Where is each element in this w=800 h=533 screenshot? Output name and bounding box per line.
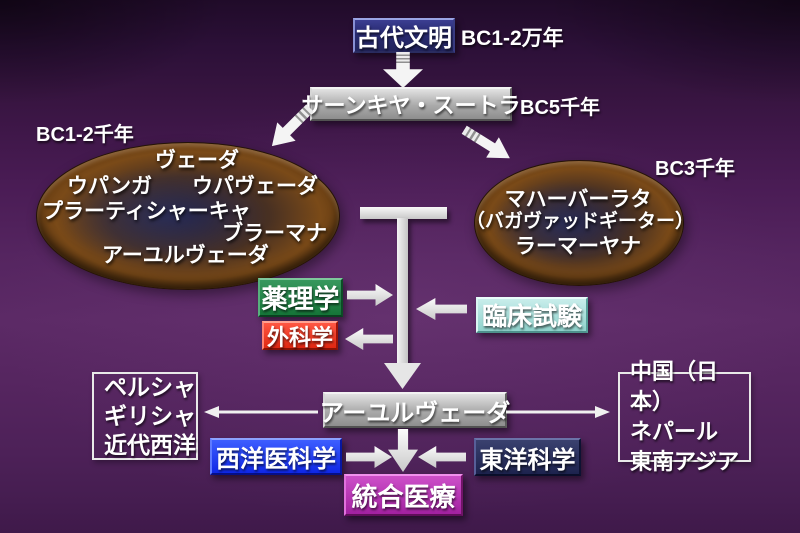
region-line: 近代西洋 [104,431,196,458]
node-pharmacology: 薬理学 [258,278,343,317]
veda-group-ellipse [36,142,340,290]
epic-group-ellipse [474,160,684,286]
ellipse-item-upanga: ウパンガ [67,175,153,198]
node-ancient-civilization: 古代文明 [353,18,455,53]
node-label: 統合医療 [351,481,456,512]
arrow-down-ancient-to-samkhya-icon [383,52,423,88]
region-west-spread: ペルシャ ギリシャ 近代西洋 [92,372,198,460]
ellipse-item-upaveda: ウパヴェーダ [192,175,318,198]
node-label: 外科学 [266,324,333,350]
node-label: 西洋医科学 [216,446,336,473]
node-label: アーユルヴェーダ [319,399,511,427]
arrow-diagonal-samkhya-to-epic-icon [458,120,517,169]
ellipse-item-veda: ヴェーダ [155,149,239,172]
node-label: サーンキヤ・スートラ [301,93,521,118]
ellipse-item-mahabharata: マハーバーラタ [504,188,652,211]
node-label: 東洋科学 [479,446,576,474]
region-line: 東南アジア [630,449,740,474]
node-label: 古代文明 [356,25,452,52]
region-line: ネパール [630,419,719,444]
node-label: 臨床試験 [481,303,582,331]
node-eastern-science: 東洋科学 [474,438,581,476]
node-samkhya-sutra: サーンキヤ・スートラ [302,87,520,121]
era-label-ancient: BC1-2万年 [461,27,564,50]
arrow-eastern-to-center-icon [418,446,466,468]
region-line: ペルシャ [104,373,196,400]
arrow-ayurveda-to-east-icon [506,406,610,418]
ellipse-item-bhagavad-gita: （バガヴァッドギーター） [466,211,695,232]
node-label: 薬理学 [261,284,340,314]
region-line: 中国（日本） [630,359,719,414]
arrow-clinical-to-trunk-icon [416,298,467,320]
era-label-veda-group: BC1-2千年 [36,124,134,146]
node-surgery: 外科学 [262,321,338,350]
era-label-samkhya: BC5千年 [520,97,601,119]
arrow-ayurveda-to-west-icon [204,406,318,418]
node-ayurveda: アーユルヴェーダ [320,392,510,428]
trunk-vertical-bar [397,218,408,364]
trunk-horizontal-bar [360,207,447,219]
ellipse-item-pratishakya: プラーティシャーキャ [42,200,251,223]
node-clinical-trials: 臨床試験 [476,297,588,333]
arrow-ayurveda-to-integrative-icon [388,429,418,472]
arrow-western-to-center-icon [346,446,392,468]
region-east-spread: 中国（日本） ネパール 東南アジア [618,359,751,474]
ellipse-item-ramayana: ラーマーヤナ [515,235,641,258]
node-western-medicine: 西洋医科学 [210,438,342,475]
ellipse-item-brahmana: ブラーマナ [222,222,327,245]
trunk-arrowhead-icon [384,363,421,389]
region-line: ギリシャ [104,402,196,429]
arrow-trunk-to-surgery-icon [345,328,393,350]
node-integrative-medicine: 統合医療 [344,474,463,516]
era-label-epic-group: BC3千年 [655,158,736,180]
arrow-pharmacology-to-trunk-icon [347,284,393,306]
ellipse-item-ayurveda: アーユルヴェーダ [102,244,269,267]
